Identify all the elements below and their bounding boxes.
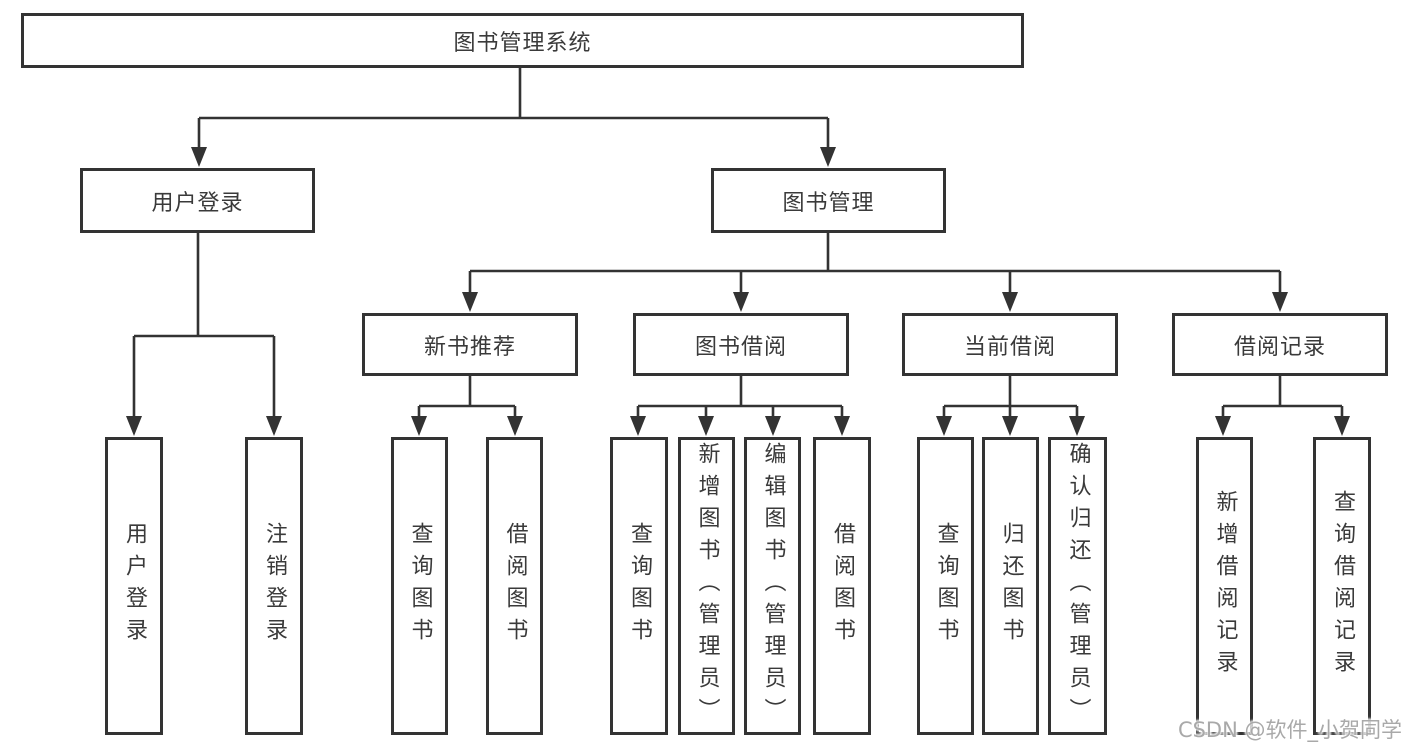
node-new-book-recommend: 新书推荐 [362,313,578,376]
leaf-logout-label: 注销登录 [262,522,287,650]
leaf-confirm-return-admin: 确认归还（管理员） [1048,437,1107,735]
leaf-query-books-3: 查询图书 [917,437,974,735]
node-library-system-label: 图书管理系统 [453,30,592,56]
connector-paths [132,68,1344,422]
node-book-management: 图书管理 [711,168,946,233]
leaf-user-login-label: 用户登录 [122,522,147,650]
leaf-query-books-2: 查询图书 [610,437,668,735]
leaf-add-books-admin-label: 新增图书（管理员） [694,442,720,730]
leaf-query-borrow-record-label: 查询借阅记录 [1330,490,1355,682]
leaf-query-books-1-label: 查询图书 [407,522,433,650]
leaf-return-books-label: 归还图书 [998,522,1024,650]
leaf-borrow-books-1-label: 借阅图书 [502,522,528,650]
node-current-borrow-label: 当前借阅 [963,334,1056,360]
leaf-edit-books-admin-label: 编辑图书（管理员） [760,442,786,730]
node-book-borrow: 图书借阅 [633,313,849,376]
leaf-borrow-books-2: 借阅图书 [813,437,871,735]
leaf-query-books-1: 查询图书 [391,437,448,735]
watermark: CSDN @软件_小贺同学 [1177,718,1402,742]
node-user-login-label: 用户登录 [151,190,244,216]
leaf-confirm-return-admin-label: 确认归还（管理员） [1065,442,1091,730]
leaf-query-books-2-label: 查询图书 [627,522,652,650]
leaf-return-books: 归还图书 [982,437,1039,735]
leaf-add-borrow-record: 新增借阅记录 [1196,437,1253,735]
node-current-borrow: 当前借阅 [902,313,1118,376]
leaf-add-borrow-record-label: 新增借阅记录 [1212,490,1238,682]
leaf-add-books-admin: 新增图书（管理员） [678,437,735,735]
leaf-borrow-books-2-label: 借阅图书 [830,522,855,650]
leaf-user-login: 用户登录 [105,437,163,735]
leaf-edit-books-admin: 编辑图书（管理员） [744,437,801,735]
node-library-system-root: 图书管理系统 [21,13,1024,68]
node-book-management-label: 图书管理 [782,190,875,216]
leaf-borrow-books-1: 借阅图书 [486,437,543,735]
node-new-book-recommend-label: 新书推荐 [423,334,516,360]
leaf-query-borrow-record: 查询借阅记录 [1313,437,1371,735]
node-borrow-records-label: 借阅记录 [1233,334,1326,360]
arrowheads [126,147,1350,436]
node-book-borrow-label: 图书借阅 [694,334,787,360]
node-user-login: 用户登录 [80,168,315,233]
leaf-logout: 注销登录 [245,437,303,735]
leaf-query-books-3-label: 查询图书 [933,522,959,650]
node-borrow-records: 借阅记录 [1172,313,1388,376]
